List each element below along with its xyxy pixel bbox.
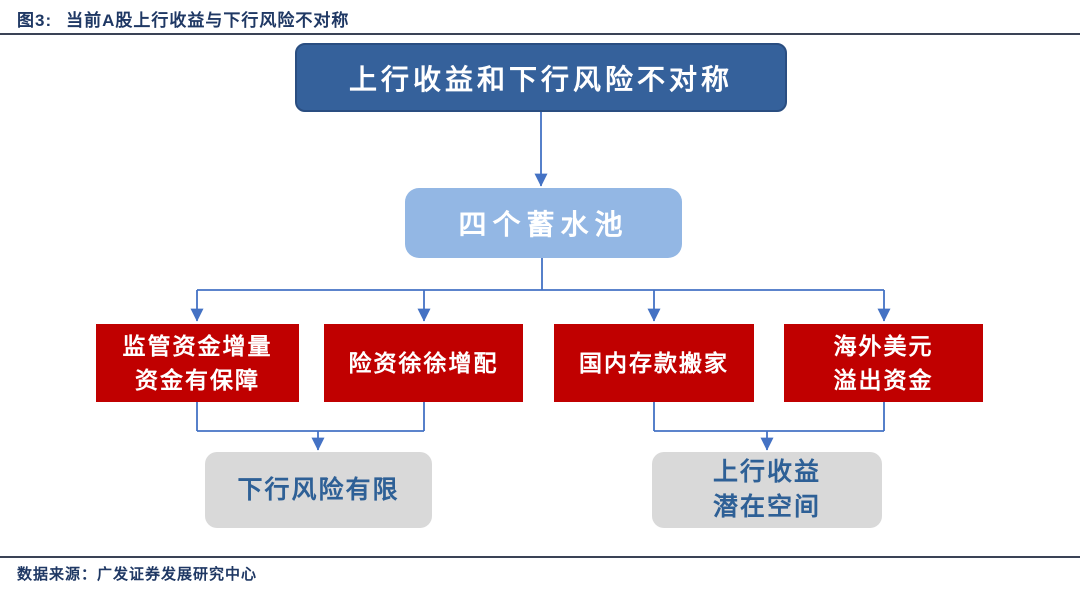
node-asymmetry: 上行收益和下行风险不对称 (295, 43, 787, 112)
footer-divider (0, 556, 1080, 558)
data-source: 数据来源：广发证券发展研究中心 (17, 566, 258, 583)
node-regulatory-funds: 监管资金增量 资金有保障 (96, 324, 299, 402)
node-domestic-deposits: 国内存款搬家 (554, 324, 754, 402)
node-overseas-dollar: 海外美元 溢出资金 (784, 324, 983, 402)
figure-number: 图3: (17, 11, 53, 30)
caption-divider (0, 33, 1080, 35)
node-limited-downside: 下行风险有限 (205, 452, 432, 528)
node-four-reservoirs: 四个蓄水池 (405, 188, 682, 258)
figure-title: 当前A股上行收益与下行风险不对称 (66, 11, 350, 30)
figure-caption: 图3: 当前A股上行收益与下行风险不对称 (17, 6, 349, 31)
node-insurance-allocation: 险资徐徐增配 (324, 324, 523, 402)
node-upside-potential: 上行收益 潜在空间 (652, 452, 882, 528)
